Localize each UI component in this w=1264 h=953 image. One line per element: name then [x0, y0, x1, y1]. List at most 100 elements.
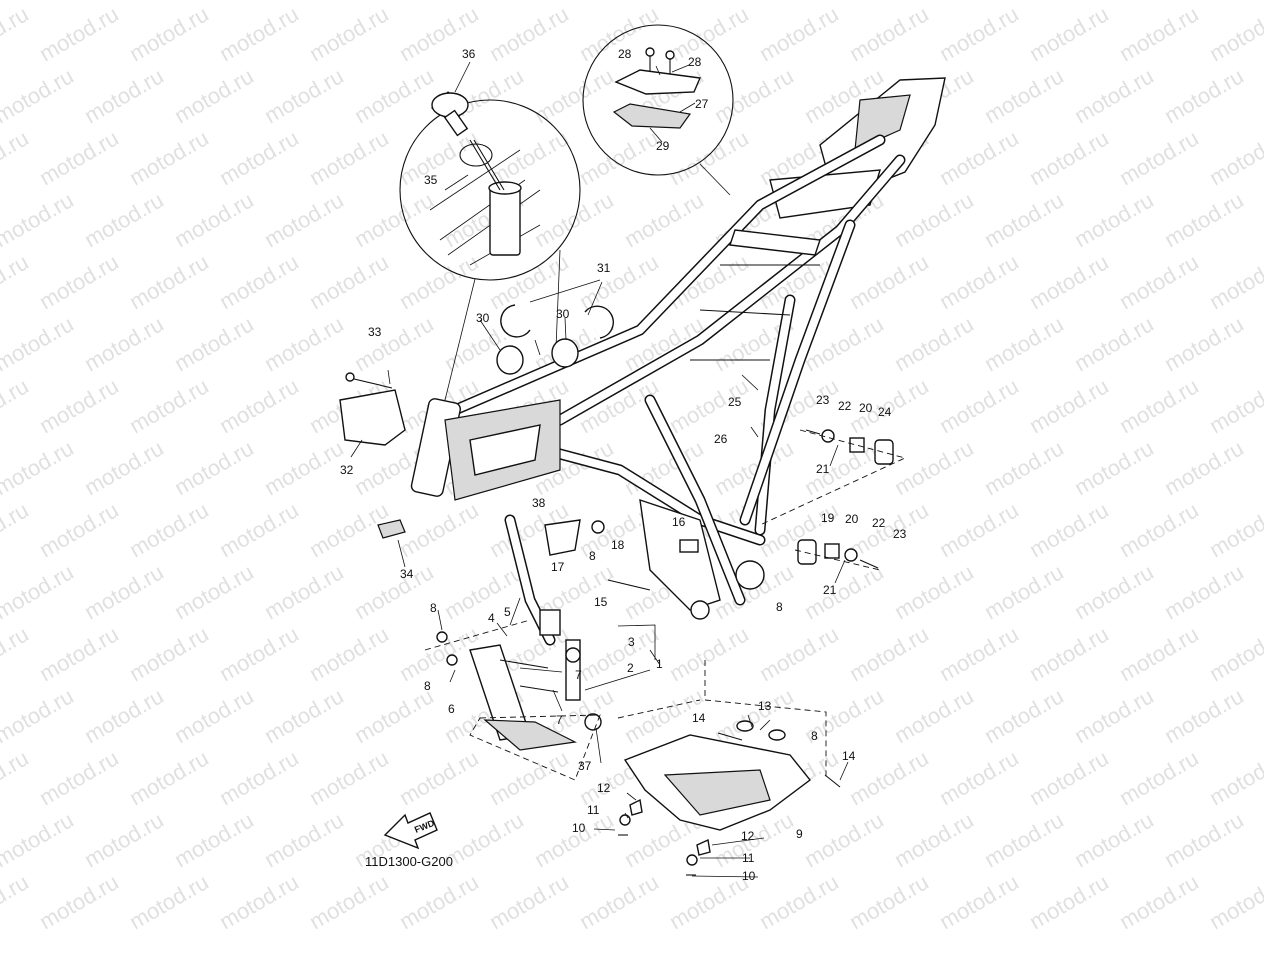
- watermark-text: motod.ru: [170, 683, 258, 748]
- watermark-text: motod.ru: [170, 807, 258, 872]
- small-parts: [339, 61, 907, 878]
- watermark-text: motod.ru: [35, 1, 123, 66]
- callout-33: 33: [368, 325, 382, 339]
- watermark-text: motod.ru: [260, 63, 348, 128]
- watermark-text: motod.ru: [935, 745, 1023, 810]
- callout-28: 28: [618, 47, 632, 61]
- watermark-text: motod.ru: [35, 249, 123, 314]
- watermark-text: motod.ru: [845, 869, 933, 934]
- callout-1: 1: [656, 657, 663, 671]
- watermark-text: motod.ru: [35, 621, 123, 686]
- watermark-text: motod.ru: [395, 621, 483, 686]
- watermark-text: motod.ru: [1205, 621, 1264, 686]
- watermark-text: motod.ru: [80, 807, 168, 872]
- watermark-text: motod.ru: [260, 559, 348, 624]
- watermark-text: motod.ru: [0, 435, 78, 500]
- watermark-text: motod.ru: [665, 621, 753, 686]
- watermark-text: motod.ru: [755, 869, 843, 934]
- watermark-text: motod.ru: [0, 249, 33, 314]
- callout-24: 24: [878, 405, 892, 419]
- watermark-text: motod.ru: [1070, 0, 1158, 4]
- drawing-code: 11D1300-G200: [365, 854, 453, 869]
- watermark-text: motod.ru: [890, 187, 978, 252]
- callout-14: 14: [842, 749, 856, 763]
- watermark-text: motod.ru: [125, 745, 213, 810]
- watermark-text: motod.ru: [170, 63, 258, 128]
- watermark-text: motod.ru: [1205, 249, 1264, 314]
- callout-27: 27: [695, 97, 709, 111]
- watermark-text: motod.ru: [125, 125, 213, 190]
- watermark-text: motod.ru: [1025, 373, 1113, 438]
- watermark-text: motod.ru: [1025, 745, 1113, 810]
- watermark-text: motod.ru: [890, 435, 978, 500]
- watermark-text: motod.ru: [125, 1, 213, 66]
- watermark-text: motod.ru: [485, 869, 573, 934]
- watermark-text: motod.ru: [0, 125, 33, 190]
- callout-15: 15: [594, 595, 608, 609]
- callout-22: 22: [872, 516, 886, 530]
- callout-18: 18: [611, 538, 625, 552]
- watermark-text: motod.ru: [0, 683, 78, 748]
- watermark-text: motod.ru: [575, 125, 663, 190]
- watermark-text: motod.ru: [215, 869, 303, 934]
- watermark-text: motod.ru: [0, 187, 78, 252]
- callout-30: 30: [556, 307, 570, 321]
- callout-13: 13: [758, 699, 772, 713]
- watermark-text: motod.ru: [845, 1, 933, 66]
- watermark-text: motod.ru: [305, 621, 393, 686]
- watermark-text: motod.ru: [80, 63, 168, 128]
- watermark-text: motod.ru: [980, 559, 1068, 624]
- watermark-text: motod.ru: [530, 63, 618, 128]
- watermark-text: motod.ru: [1160, 311, 1248, 376]
- watermark-text: motod.ru: [305, 745, 393, 810]
- watermark-text: motod.ru: [1160, 683, 1248, 748]
- callout-9: 9: [796, 827, 803, 841]
- watermark-text: motod.ru: [350, 63, 438, 128]
- callout-10: 10: [572, 821, 586, 835]
- watermark-text: motod.ru: [395, 249, 483, 314]
- watermark-text: motod.ru: [530, 187, 618, 252]
- watermark-text: motod.ru: [845, 621, 933, 686]
- watermark-text: motod.ru: [800, 0, 888, 4]
- watermark-text: motod.ru: [170, 435, 258, 500]
- watermark-text: motod.ru: [665, 1, 753, 66]
- watermark-text: motod.ru: [0, 63, 78, 128]
- watermark-text: motod.ru: [260, 0, 348, 4]
- watermark-text: motod.ru: [395, 125, 483, 190]
- watermark-text: motod.ru: [1205, 1, 1264, 66]
- watermark-text: motod.ru: [260, 187, 348, 252]
- watermark-text: motod.ru: [980, 0, 1068, 4]
- watermark-text: motod.ru: [260, 807, 348, 872]
- watermark-text: motod.ru: [1070, 807, 1158, 872]
- watermark-text: motod.ru: [395, 745, 483, 810]
- watermark-text: motod.ru: [980, 683, 1068, 748]
- callout-37: 37: [578, 759, 592, 773]
- watermark-text: motod.ru: [395, 497, 483, 562]
- watermark-text: motod.ru: [80, 435, 168, 500]
- watermark-text: motod.ru: [440, 559, 528, 624]
- watermark-text: motod.ru: [215, 621, 303, 686]
- watermark-text: motod.ru: [1070, 63, 1158, 128]
- watermark-text: motod.ru: [1115, 373, 1203, 438]
- callout-20: 20: [845, 512, 859, 526]
- watermark-text: motod.ru: [1160, 187, 1248, 252]
- watermark-text: motod.ru: [1115, 621, 1203, 686]
- watermark-text: motod.ru: [0, 311, 78, 376]
- callout-29: 29: [656, 139, 670, 153]
- watermark-text: motod.ru: [0, 869, 33, 934]
- watermark-text: motod.ru: [215, 745, 303, 810]
- watermark-text: motod.ru: [0, 621, 33, 686]
- watermark-text: motod.ru: [485, 1, 573, 66]
- callout-34: 34: [400, 567, 414, 581]
- watermark-text: motod.ru: [125, 621, 213, 686]
- watermark-text: motod.ru: [935, 1, 1023, 66]
- callout-36: 36: [462, 47, 476, 61]
- watermark-text: motod.ru: [350, 187, 438, 252]
- watermark-text: motod.ru: [215, 373, 303, 438]
- watermark-text: motod.ru: [170, 0, 258, 4]
- watermark-text: motod.ru: [1160, 63, 1248, 128]
- callout-2: 2: [627, 661, 634, 675]
- callout-5: 5: [504, 605, 511, 619]
- callout-8: 8: [811, 729, 818, 743]
